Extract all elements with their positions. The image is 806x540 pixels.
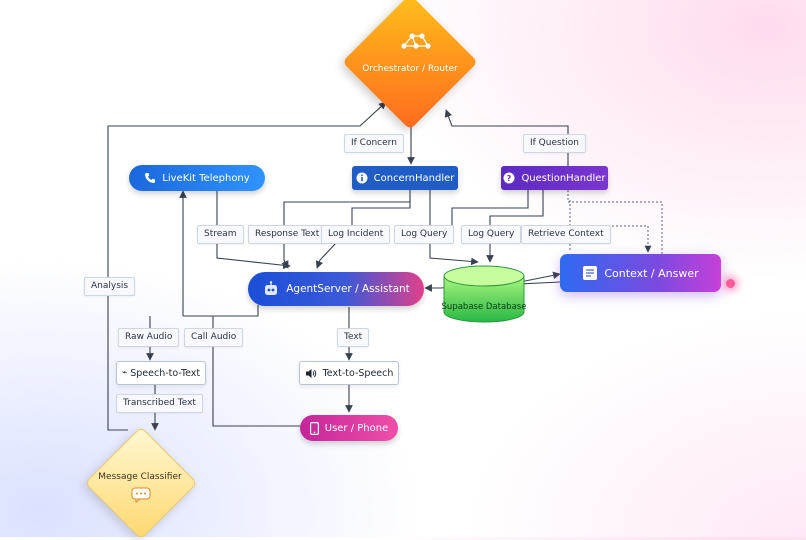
chat-bubble-icon [131, 487, 151, 503]
label-log-incident: Log Incident [321, 225, 391, 244]
edge-log-query-1 [429, 190, 479, 266]
agent-server-node[interactable]: AgentServer / Assistant [248, 272, 424, 306]
concern-handler-node[interactable]: ConcernHandler [352, 166, 458, 190]
audio-wave-icon: ⌁ [121, 368, 128, 378]
label-retrieve-context: Retrieve Context [521, 225, 611, 244]
label-log-query-1: Log Query [394, 225, 455, 244]
user-phone-node[interactable]: User / Phone [300, 415, 398, 441]
context-answer-label: Context / Answer [604, 266, 699, 280]
context-answer-node[interactable]: Context / Answer [560, 254, 721, 292]
edge-qh-down [451, 190, 529, 226]
document-icon [582, 265, 598, 281]
info-icon [356, 172, 368, 184]
svg-text:?: ? [507, 174, 512, 183]
label-transcribed-text: Transcribed Text [116, 394, 203, 413]
edge-call-audio [212, 316, 300, 427]
speech-to-text-node[interactable]: ⌁ Speech-to-Text [116, 361, 206, 385]
edge-log-incident [315, 195, 411, 269]
question-handler-label: QuestionHandler [521, 172, 606, 184]
label-if-question: If Question [523, 134, 586, 153]
label-stream: Stream [197, 225, 244, 244]
speech-to-text-label: Speech-to-Text [130, 367, 201, 379]
database-cylinder [443, 265, 525, 323]
smartphone-icon [309, 421, 319, 435]
speaker-icon [305, 368, 317, 379]
edge-retrieve-context [567, 190, 663, 262]
phone-icon [144, 172, 156, 184]
label-if-concern: If Concern [344, 134, 404, 153]
label-response-text: Response Text [248, 225, 327, 244]
concern-handler-label: ConcernHandler [373, 172, 455, 184]
livekit-label: LiveKit Telephony [162, 172, 250, 184]
context-glow-dot [726, 279, 735, 288]
user-phone-label: User / Phone [324, 422, 389, 434]
livekit-telephony-node[interactable]: LiveKit Telephony [129, 165, 265, 191]
message-classifier-label: Message Classifier [98, 472, 182, 482]
label-analysis: Analysis [84, 277, 136, 296]
question-handler-node[interactable]: ? QuestionHandler [501, 166, 608, 190]
label-raw-audio: Raw Audio [118, 328, 180, 347]
edge-stream [216, 191, 291, 270]
edge-analysis [107, 101, 387, 431]
agent-server-label: AgentServer / Assistant [286, 283, 410, 295]
label-call-audio: Call Audio [184, 328, 244, 347]
label-text: Text [337, 328, 370, 347]
text-to-speech-node[interactable]: Text-to-Speech [299, 361, 399, 385]
edge-db-context [519, 271, 561, 283]
network-graph-icon [398, 30, 434, 52]
orchestrator-label: Orchestrator / Router [362, 64, 458, 74]
robot-icon [262, 281, 280, 297]
database-label: Supabase Database [441, 302, 527, 312]
question-icon: ? [503, 172, 515, 184]
label-log-query-2: Log Query [461, 225, 522, 244]
text-to-speech-label: Text-to-Speech [322, 367, 394, 379]
